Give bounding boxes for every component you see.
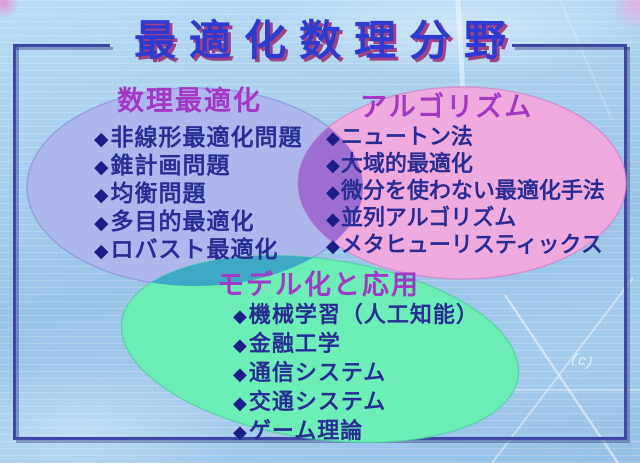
list-item: ◆通信システム bbox=[233, 359, 479, 388]
list-item: ◆メタヒューリスティックス bbox=[326, 232, 605, 259]
list-item: ◆ニュートン法 bbox=[326, 124, 605, 151]
list-item-label: 大域的最適化 bbox=[340, 151, 473, 176]
diamond-bullet-icon: ◆ bbox=[233, 306, 248, 326]
list-item-label: 多目的最適化 bbox=[110, 208, 255, 234]
diamond-bullet-icon: ◆ bbox=[94, 128, 110, 149]
diamond-bullet-icon: ◆ bbox=[94, 156, 110, 177]
list-item-label: 金融工学 bbox=[248, 331, 341, 356]
diamond-bullet-icon: ◆ bbox=[326, 128, 340, 148]
frame-top-line-right bbox=[512, 44, 627, 47]
list-item: ◆多目的最適化 bbox=[94, 208, 303, 236]
diamond-bullet-icon: ◆ bbox=[94, 240, 110, 261]
list-item: ◆均衡問題 bbox=[94, 180, 303, 208]
list-item: ◆交通システム bbox=[233, 388, 479, 417]
list-item-label: 微分を使わない最適化手法 bbox=[340, 178, 605, 203]
set-list-algo: ◆ニュートン法◆大域的最適化◆微分を使わない最適化手法◆並列アルゴリズム◆メタヒ… bbox=[326, 124, 605, 259]
set-title-model: モデル化と応用 bbox=[217, 270, 420, 300]
list-item: ◆錐計画問題 bbox=[94, 152, 303, 180]
diamond-bullet-icon: ◆ bbox=[233, 335, 248, 355]
diamond-bullet-icon: ◆ bbox=[326, 209, 340, 229]
list-item-label: 交通システム bbox=[248, 389, 387, 414]
list-item: ◆微分を使わない最適化手法 bbox=[326, 178, 605, 205]
page-title: 最適化数理分野 bbox=[133, 17, 519, 64]
list-item: ◆機械学習（人工知能） bbox=[233, 301, 479, 330]
diamond-bullet-icon: ◆ bbox=[94, 184, 110, 205]
diamond-bullet-icon: ◆ bbox=[326, 236, 340, 256]
list-item-label: 機械学習（人工知能） bbox=[248, 302, 479, 327]
list-item: ◆非線形最適化問題 bbox=[94, 124, 303, 152]
list-item: ◆ロバスト最適化 bbox=[94, 236, 303, 264]
border-frame-shadow bbox=[16, 47, 630, 443]
set-list-model: ◆機械学習（人工知能）◆金融工学◆通信システム◆交通システム◆ゲーム理論 bbox=[233, 301, 479, 446]
frame-top-line-left bbox=[13, 44, 110, 47]
list-item: ◆金融工学 bbox=[233, 330, 479, 359]
list-item: ◆大域的最適化 bbox=[326, 151, 605, 178]
diamond-bullet-icon: ◆ bbox=[233, 422, 248, 442]
list-item-label: 非線形最適化問題 bbox=[110, 124, 303, 150]
list-item-label: ゲーム理論 bbox=[248, 418, 364, 443]
decor-line bbox=[491, 277, 634, 463]
list-item: ◆並列アルゴリズム bbox=[326, 205, 605, 232]
list-item-label: 並列アルゴリズム bbox=[340, 205, 517, 230]
set-ellipse-model bbox=[120, 254, 520, 444]
list-item: ◆ゲーム理論 bbox=[233, 417, 479, 446]
diamond-bullet-icon: ◆ bbox=[94, 212, 110, 233]
set-list-math: ◆非線形最適化問題◆錐計画問題◆均衡問題◆多目的最適化◆ロバスト最適化 bbox=[94, 124, 303, 264]
list-item-label: 錐計画問題 bbox=[110, 152, 231, 178]
diamond-bullet-icon: ◆ bbox=[233, 393, 248, 413]
diamond-bullet-icon: ◆ bbox=[326, 182, 340, 202]
list-item-label: 通信システム bbox=[248, 360, 387, 385]
diamond-bullet-icon: ◆ bbox=[326, 155, 340, 175]
list-item-label: ニュートン法 bbox=[340, 124, 473, 149]
decor-line bbox=[455, 0, 466, 93]
list-item-label: 均衡問題 bbox=[110, 180, 207, 206]
decor-line bbox=[503, 294, 620, 463]
diamond-bullet-icon: ◆ bbox=[233, 364, 248, 384]
set-title-math: 数理最適化 bbox=[117, 86, 262, 116]
list-item-label: ロバスト最適化 bbox=[110, 236, 279, 262]
set-title-algo: アルゴリズム bbox=[360, 92, 534, 122]
decor-line bbox=[559, 0, 613, 121]
list-item-label: メタヒューリスティックス bbox=[340, 232, 603, 257]
